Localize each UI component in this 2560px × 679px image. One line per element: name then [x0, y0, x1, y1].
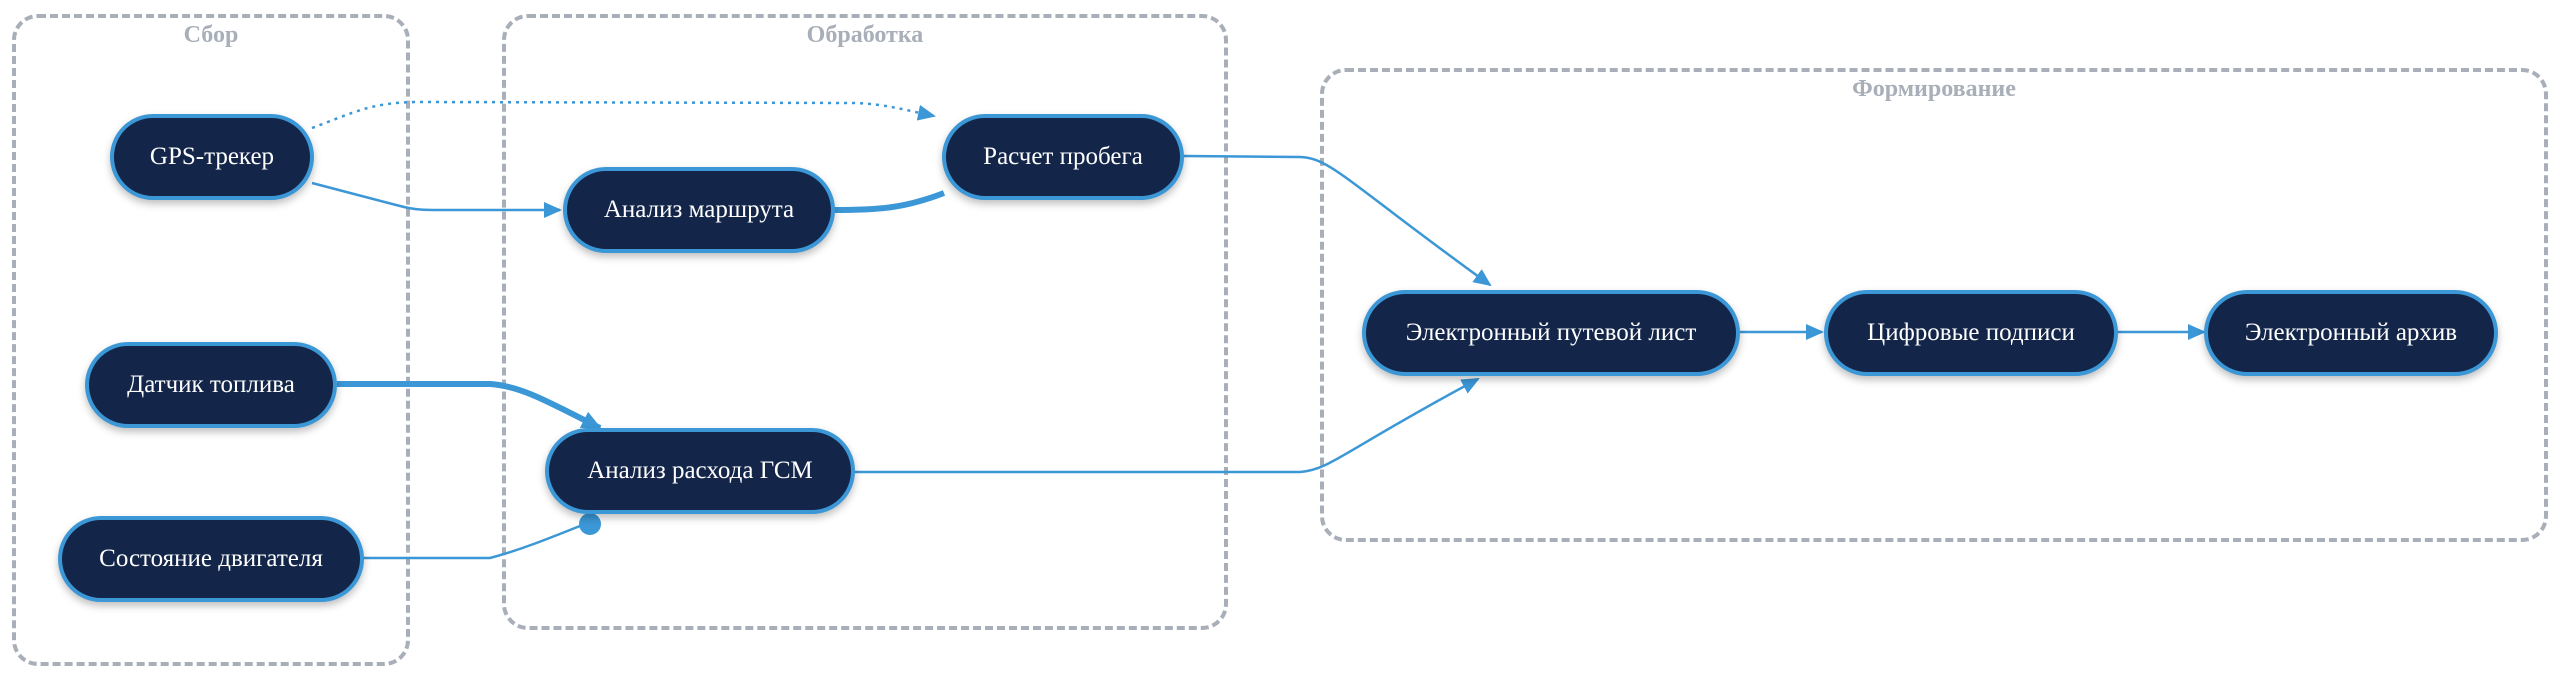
- cluster-form-title: Формирование: [1852, 76, 2016, 102]
- node-electronic-archive-label: Электронный архив: [2244, 319, 2458, 346]
- node-electronic-archive[interactable]: Электронный архив: [2204, 290, 2498, 376]
- node-gsm-analysis[interactable]: Анализ расхода ГСМ: [545, 428, 855, 514]
- node-gsm-analysis-label: Анализ расхода ГСМ: [587, 457, 813, 484]
- edge-fuel-gsm: [337, 381, 602, 431]
- node-electronic-waybill[interactable]: Электронный путевой лист: [1362, 290, 1740, 376]
- node-route-analysis-label: Анализ маршрута: [603, 196, 795, 223]
- node-engine-state[interactable]: Состояние двигателя: [58, 516, 364, 602]
- cluster-collect-title: Сбор: [183, 22, 239, 48]
- node-gps-tracker[interactable]: GPS-трекер: [110, 114, 314, 200]
- node-engine-state-label: Состояние двигателя: [99, 545, 323, 572]
- node-fuel-sensor-label: Датчик топлива: [127, 371, 295, 398]
- edge-engine-gsm-dot: [579, 513, 601, 535]
- edge-route-mileage: [833, 190, 946, 213]
- cluster-process-title: Обработка: [806, 22, 924, 48]
- edge-gsm-waybill: [854, 377, 1480, 474]
- node-digital-signatures[interactable]: Цифровые подписи: [1824, 290, 2118, 376]
- node-digital-signatures-label: Цифровые подписи: [1867, 319, 2075, 346]
- node-route-analysis[interactable]: Анализ маршрута: [563, 167, 835, 253]
- node-mileage-calc-label: Расчет пробега: [983, 143, 1143, 170]
- edge-gps-route: [311, 181, 562, 218]
- cluster-form: Формирование: [1320, 68, 2548, 542]
- node-fuel-sensor[interactable]: Датчик топлива: [85, 342, 337, 428]
- cluster-process: Обработка: [502, 14, 1228, 630]
- cluster-collect: Сбор: [12, 14, 410, 666]
- edge-gps-mileage: [311, 100, 936, 130]
- node-electronic-waybill-label: Электронный путевой лист: [1405, 319, 1697, 346]
- node-mileage-calc[interactable]: Расчет пробега: [942, 114, 1184, 200]
- node-gps-tracker-label: GPS-трекер: [149, 143, 275, 170]
- edge-engine-gsm: [362, 520, 591, 560]
- edge-mileage-waybill: [1183, 154, 1492, 287]
